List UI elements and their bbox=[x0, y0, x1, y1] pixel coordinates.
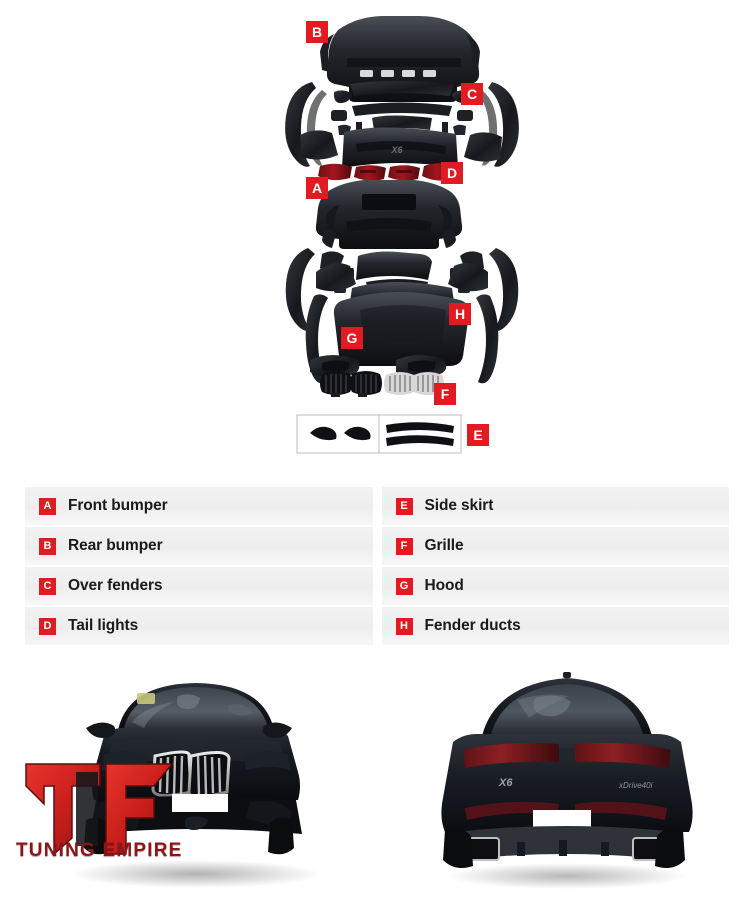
legend-badge-h: H bbox=[395, 617, 413, 635]
legend-row-e[interactable]: E Side skirt bbox=[381, 487, 729, 525]
diagram-marker-f: F bbox=[434, 383, 456, 405]
legend-row-d[interactable]: D Tail lights bbox=[25, 607, 373, 645]
kidney-grilles bbox=[320, 371, 444, 397]
diagram-marker-h: H bbox=[449, 303, 471, 325]
legend-label-a: Front bumper bbox=[68, 497, 168, 514]
side-skirt-and-mirror-box bbox=[296, 414, 462, 454]
legend-row-a[interactable]: A Front bumper bbox=[25, 487, 373, 525]
legend-badge-c: C bbox=[39, 577, 56, 595]
vehicle-photo-row: X6 xDrive40i bbox=[0, 650, 754, 900]
legend-label-g: Hood bbox=[424, 577, 464, 594]
parts-legend-table: A Front bumper B Rear bumper C Over fend… bbox=[25, 487, 729, 647]
exploded-parts-diagram: X6 bbox=[285, 16, 519, 454]
legend-column-left: A Front bumper B Rear bumper C Over fend… bbox=[25, 487, 373, 647]
rear-panel-and-corners: X6 bbox=[300, 127, 502, 168]
legend-badge-e: E bbox=[395, 497, 413, 515]
legend-label-d: Tail lights bbox=[68, 617, 139, 634]
legend-row-h[interactable]: H Fender ducts bbox=[381, 607, 729, 645]
svg-text:xDrive40i: xDrive40i bbox=[618, 781, 653, 790]
diagram-marker-b: B bbox=[306, 21, 328, 43]
tail-light-lenses bbox=[318, 163, 456, 181]
diagram-marker-a: A bbox=[306, 177, 328, 199]
legend-row-g[interactable]: G Hood bbox=[381, 567, 729, 605]
rear-bumper-assembly bbox=[320, 16, 480, 102]
legend-badge-d: D bbox=[39, 617, 56, 635]
legend-row-b[interactable]: B Rear bumper bbox=[25, 527, 373, 565]
legend-badge-g: G bbox=[395, 577, 413, 595]
legend-badge-f: F bbox=[395, 537, 413, 555]
fender-duct-vents bbox=[310, 355, 447, 378]
front-bumper-assembly bbox=[315, 180, 463, 249]
legend-label-h: Fender ducts bbox=[424, 617, 521, 634]
diagram-marker-d: D bbox=[441, 162, 463, 184]
legend-row-c[interactable]: C Over fenders bbox=[25, 567, 373, 605]
diagram-marker-e: E bbox=[467, 424, 489, 446]
legend-badge-a: A bbox=[39, 497, 56, 515]
legend-badge-b: B bbox=[39, 537, 56, 555]
diagram-marker-c: C bbox=[461, 83, 483, 105]
hood-and-fenders bbox=[305, 263, 499, 384]
diagram-marker-g: G bbox=[341, 327, 363, 349]
vehicle-rear-view[interactable]: X6 xDrive40i bbox=[377, 650, 754, 900]
legend-label-e: Side skirt bbox=[424, 497, 494, 514]
legend-label-b: Rear bumper bbox=[68, 537, 163, 554]
svg-text:X6: X6 bbox=[390, 145, 403, 155]
legend-row-f[interactable]: F Grille bbox=[381, 527, 729, 565]
legend-label-c: Over fenders bbox=[68, 577, 163, 594]
rear-diffuser-and-valance bbox=[350, 81, 454, 116]
rear-badge-model: X6 bbox=[498, 777, 513, 789]
vehicle-front-view[interactable] bbox=[0, 650, 377, 900]
legend-column-right: E Side skirt F Grille G Hood H Fender du… bbox=[381, 487, 729, 647]
legend-label-f: Grille bbox=[424, 537, 464, 554]
watermark-brand-text: TUNING EMPIRE bbox=[16, 840, 183, 861]
